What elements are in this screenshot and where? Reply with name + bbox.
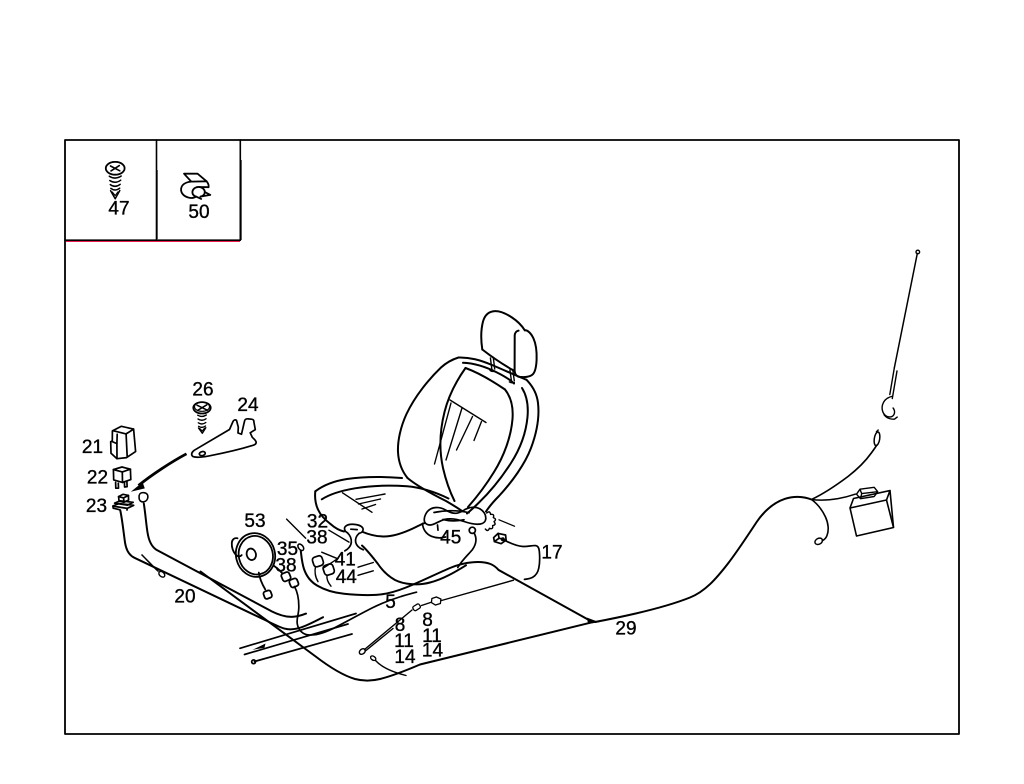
svg-text:5: 5 — [385, 592, 396, 613]
svg-text:53: 53 — [244, 511, 265, 532]
svg-text:23: 23 — [86, 496, 107, 517]
svg-text:29: 29 — [615, 619, 636, 640]
svg-text:45: 45 — [440, 528, 461, 549]
svg-text:26: 26 — [192, 380, 213, 401]
svg-text:50: 50 — [188, 202, 209, 223]
svg-text:38: 38 — [306, 528, 327, 549]
svg-text:14: 14 — [422, 641, 444, 662]
svg-text:14: 14 — [394, 647, 416, 668]
svg-text:11: 11 — [422, 626, 442, 647]
svg-text:17: 17 — [541, 543, 562, 564]
svg-text:21: 21 — [82, 437, 103, 458]
svg-text:22: 22 — [87, 468, 108, 489]
svg-text:41: 41 — [335, 550, 356, 571]
svg-text:11: 11 — [394, 631, 414, 652]
svg-text:44: 44 — [336, 567, 358, 588]
svg-text:8: 8 — [395, 615, 406, 636]
svg-text:35: 35 — [277, 539, 298, 560]
svg-text:38: 38 — [275, 556, 296, 577]
svg-text:8: 8 — [422, 610, 433, 631]
svg-text:20: 20 — [174, 587, 195, 608]
svg-text:47: 47 — [108, 199, 129, 220]
svg-text:32: 32 — [307, 512, 328, 533]
svg-text:24: 24 — [237, 395, 259, 416]
